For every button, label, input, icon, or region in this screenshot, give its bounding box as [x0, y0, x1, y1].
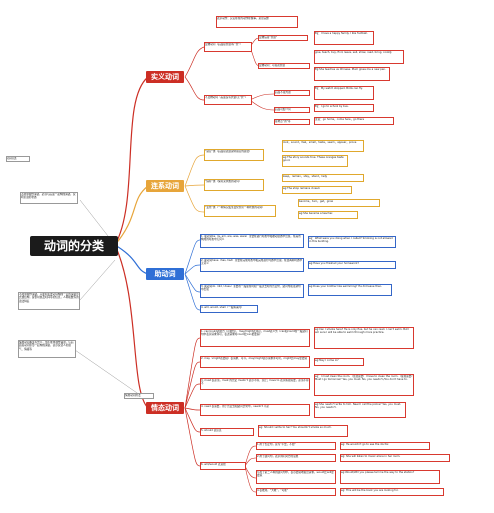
notional-top-note: 表示动作：实实在在的动作在做事，意思完整: [216, 16, 298, 28]
linking-change: “变化”类（一种情况发生变化到另一种状态的动词）: [204, 205, 276, 217]
aux-be: 1. 助动词be（is, am, are, was, were）主要在进行时态中…: [200, 234, 304, 248]
linking-sense-list: look，sound，feel，smell，taste，seem，appear，…: [282, 140, 364, 152]
double-object-example: Eg:She teaches us Chinese. Mum gives me …: [314, 67, 390, 81]
modal-will-2-example: eg: She will listen to music alone in he…: [340, 454, 450, 462]
hub-modal-verbs: 情态动词: [146, 402, 184, 414]
intransitive-place-example: 注意：go home，come here，go there: [314, 117, 394, 125]
transitive-node: 及物动词（后面接宾语/有“宾”）: [204, 42, 252, 52]
modal-will-4: 4.表推测，“大概”，“可能”: [256, 488, 336, 496]
modal-will-4-example: eg: This will be the book you are lookin…: [340, 488, 444, 496]
modal-will-would: 6. will/would 表意愿: [200, 462, 246, 470]
modal-should: 5. should 表应该: [200, 428, 254, 436]
modal-can-example: eg:Can I smoke here? He is only five, bu…: [314, 327, 414, 349]
modal-need: 4. need 表需要，用于否定式和疑问式句中，needn't 不必: [200, 404, 310, 416]
modal-may: 2. may（might表委婉）表请求、可以，may/might表示请求许可时，…: [200, 356, 310, 368]
aux-do: 3. 助动词do（did / does）主要在一般现在时和一般过去时的否定句、疑…: [200, 284, 304, 298]
linking-change-list: become，turn，get，grow: [298, 199, 380, 207]
aux-do-example: eg:Does your brother like swimming? He d…: [308, 284, 392, 296]
modal-will-2: 2.用于疑问句，表示询问对方的意愿: [256, 454, 336, 462]
modal-can: 1. can/could表能力（可能性），may/might表许可，must表义…: [200, 329, 310, 347]
modal-may-example: eg:May I come in?: [314, 358, 364, 366]
double-object-list: give, teach, buy, find, leave, sell, sho…: [314, 50, 404, 64]
linking-sense-example: eg:The story sounds true. These oranges …: [282, 155, 348, 167]
main-title: 动词的分类: [30, 236, 118, 256]
linking-keep-example: eg:The shop remains closed.: [282, 186, 352, 194]
side-note-modal: 情态动词本身有含义，但不能单独作谓语，与后面接动词原形一起构成谓语，表示说话人的…: [18, 340, 76, 358]
aux-will: 4. will, would, shall（一般将来时）: [200, 305, 258, 313]
modal-must-example: eg：I must clean the room.（主观需要）I have to…: [314, 374, 414, 396]
side-note-modal-usage: 情态动词用法: [124, 393, 154, 399]
modal-will-3-example: eg:Would/Will you please tell me the way…: [340, 470, 440, 484]
single-object-node: 及物后接“宾语”: [258, 35, 308, 41]
modal-will-1: 1.用于否定句，意为“不会，不愿”: [256, 442, 336, 450]
aux-have-example: eg:Have you finished your homework?: [308, 261, 396, 269]
double-object-node: 及物动词：可接双宾语: [258, 63, 310, 69]
intransitive-node: 不及物动词（后面没有宾语/无“宾”）: [204, 95, 252, 105]
hub-notional-verbs: 实义动词: [146, 71, 184, 83]
intransitive-preposition: 后面可加介词: [274, 107, 310, 113]
intransitive-preposition-example: Eg：I go to school by bus.: [314, 104, 374, 112]
linking-keep-list: keep，remain，stay，stand，lie等: [282, 174, 364, 182]
hub-linking-verbs: 连系动词: [146, 180, 184, 192]
intransitive-no-object-example: Eg：My watch stopped. Birds can fly.: [314, 86, 374, 100]
side-note-linking: 不能单独作谓语，必须与后面一起构成谓语，说明主语的状态: [20, 192, 78, 204]
side-note-top: 动词分类: [6, 156, 30, 162]
aux-be-example: eg：What were you doing when I called? Sm…: [308, 236, 396, 248]
aux-have: 2. 助动词have（has, had）主要在完成时态中和完成进行时态中出现，在…: [200, 258, 304, 272]
intransitive-no-object: 后面不接宾语: [274, 90, 310, 96]
linking-change-example: eg:She became a teacher.: [298, 211, 358, 219]
modal-must: 3. must 表必须，must 的否定 mustn't 表示不得、禁止；hav…: [200, 378, 310, 390]
intransitive-place: 接地点“的”等: [274, 119, 310, 125]
side-note-auxiliary: 不能单独作谓语，只能和主要动词构成一定的谓语形式或结构，提供时态及时间等的信息，…: [18, 292, 80, 310]
modal-should-example: eg: Should I write to her? You shouldn't…: [258, 425, 348, 437]
modal-need-example: eg:She needn't write to him. Need I call…: [314, 402, 406, 418]
single-object-example: Eg：I have a happy family. I like footbal…: [314, 31, 374, 45]
hub-auxiliary-verbs: 助动词: [146, 268, 184, 280]
linking-sense: “感官”类（后面接表语说明感官的感觉）: [204, 149, 264, 161]
modal-will-3: 3.用于第二人称的疑问句中，表示委婉地提出请求，would比will更委婉: [256, 470, 336, 484]
modal-will-1-example: eg: He wouldn't go to see the doctor.: [340, 442, 430, 450]
linking-keep: “保持”类（保持某状态的动词）: [204, 179, 264, 191]
